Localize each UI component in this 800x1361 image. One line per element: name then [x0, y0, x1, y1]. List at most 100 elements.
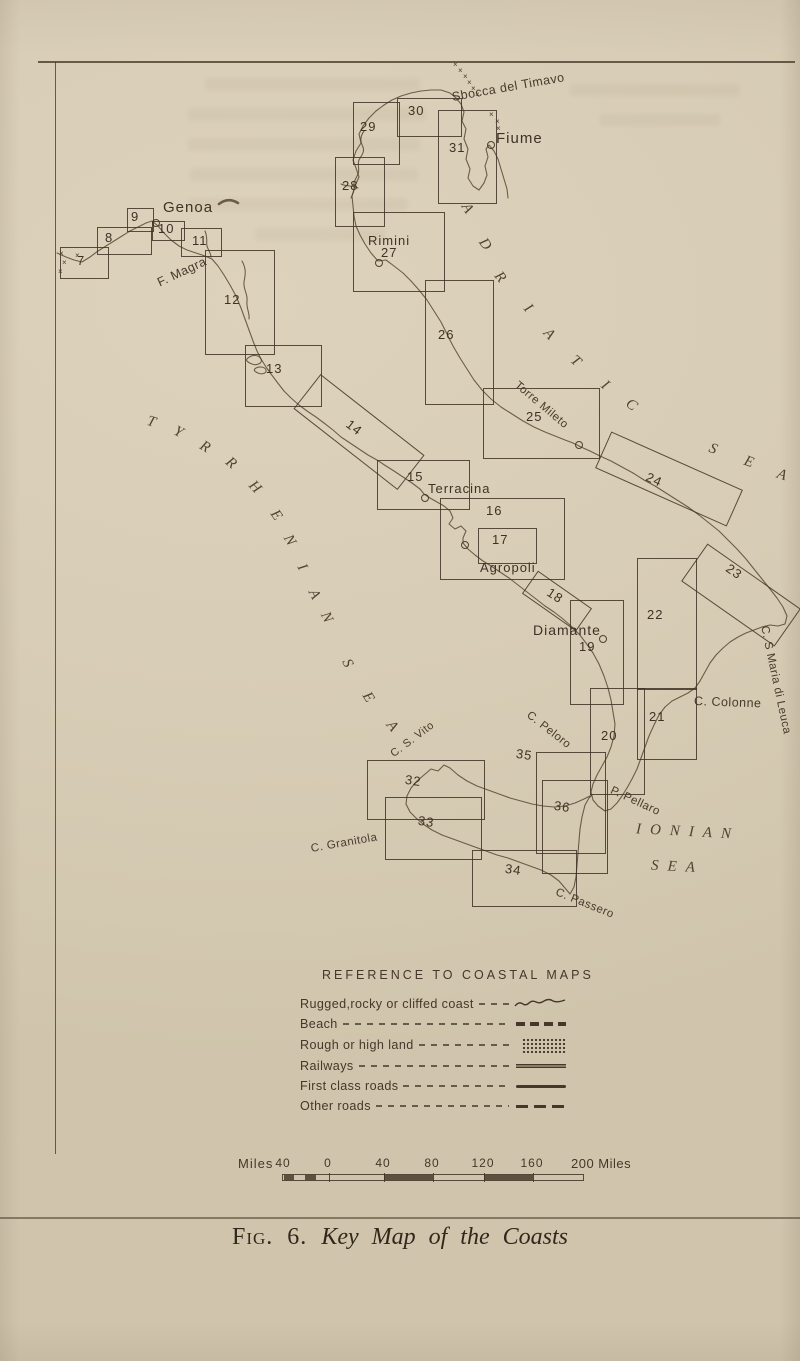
- boundary-cross-mark: ×: [475, 90, 480, 99]
- map-sheet-number-19: 19: [579, 639, 596, 654]
- stipple-patch-symbol: [514, 1037, 566, 1053]
- tyrrhenian-sea-label-letter: T: [144, 413, 158, 431]
- legend-label: Rough or high land: [300, 1038, 414, 1052]
- legend-title: REFERENCE TO COASTAL MAPS: [322, 968, 594, 982]
- map-sheet-number-8: 8: [105, 230, 114, 245]
- legend-leader-dashes: [375, 1105, 509, 1107]
- tyrrhenian-sea-label-letter: R: [196, 437, 213, 457]
- map-sheet-box-13: [245, 345, 322, 407]
- map-sheet-box-27: [353, 212, 445, 292]
- river-branch: [340, 183, 359, 189]
- map-sheet-box-20: [590, 688, 645, 795]
- map-sheet-number-15: 15: [407, 469, 424, 484]
- adriatic-sea-label-letter: I: [520, 300, 536, 316]
- legend-label: Beach: [300, 1017, 338, 1031]
- tyrrhenian-sea-label-letter: R: [222, 454, 240, 473]
- map-sheet-number-12: 12: [224, 292, 241, 307]
- boundary-cross-mark: ×: [75, 251, 80, 260]
- magra-river: [204, 230, 212, 258]
- map-sheet-box-8: [97, 227, 152, 255]
- coast-feature-label: C. Colonne: [693, 694, 762, 711]
- tyrrhenian-sea-label-letter: A: [304, 586, 324, 603]
- map-sheet-box-21: [637, 688, 697, 760]
- mountain-ridge-mark: [217, 198, 240, 206]
- boundary-cross-mark: ×: [58, 267, 63, 276]
- legend-row-beach: Beach: [300, 1014, 566, 1034]
- map-sheet-box-25: [483, 388, 600, 459]
- map-sheet-box-11: [181, 228, 222, 257]
- boundary-cross-mark: ×: [495, 117, 500, 126]
- boundary-cross-mark: ×: [59, 249, 64, 258]
- tyrrhenian-sea-label-letter: H: [245, 477, 265, 497]
- map-sheet-box-29: [353, 102, 400, 165]
- legend-row-first-class-roads: First class roads: [300, 1076, 566, 1096]
- map-sheet-box-10: [152, 221, 185, 241]
- boundary-cross-mark: ×: [62, 258, 67, 267]
- legend-leader-dashes: [342, 1023, 509, 1025]
- map-sheet-box-36: [542, 780, 608, 874]
- place-label-rimini: Rimini: [368, 233, 411, 248]
- map-sheet-number-31: 31: [449, 140, 466, 155]
- solid-road-line-symbol: [514, 1084, 566, 1088]
- boundary-cross-mark: ×: [471, 84, 476, 93]
- map-sheet-box-17: [478, 528, 537, 564]
- map-sheet-box-24: [595, 431, 743, 527]
- figure-title: Key Map of the Coasts: [321, 1224, 568, 1250]
- map-sheet-box-34: [472, 850, 577, 907]
- place-label-genoa: Genoa: [163, 199, 214, 216]
- legend-leader-dashes: [358, 1065, 509, 1067]
- map-sheet-number-11: 11: [192, 233, 208, 248]
- tyrrhenian-sea-label-letter: S: [338, 656, 357, 671]
- town-circle-marker: [421, 494, 429, 502]
- boundary-cross-mark: ×: [453, 60, 458, 69]
- map-sheet-box-19: [570, 600, 624, 705]
- place-label-diamante: Diamante: [533, 622, 601, 638]
- map-sheet-box-16: [440, 498, 565, 580]
- map-sheet-number-20: 20: [601, 728, 618, 743]
- coast-feature-label: F. Magra: [155, 254, 209, 290]
- italy-coastline-path: [56, 89, 788, 812]
- adriatic-sea-label-letter: E: [741, 452, 756, 472]
- boundary-cross-mark: ×: [467, 78, 472, 87]
- scale-tick-label: 160: [520, 1156, 544, 1170]
- adriatic-sea-label-letter: I: [597, 377, 612, 393]
- scale-suffix-label: 200 Miles: [571, 1156, 632, 1171]
- town-circle-marker: [575, 441, 583, 449]
- adriatic-sea-label-letter: C: [622, 395, 641, 415]
- coast-feature-label: Sbocca del Timavo: [450, 70, 566, 104]
- lagoon-shape: [253, 366, 267, 375]
- map-sheet-box-15: [377, 460, 470, 510]
- tyrrhenian-sea-label-letter: N: [280, 531, 299, 549]
- map-sheet-box-31: [438, 110, 497, 204]
- legend-label: Rugged,rocky or cliffed coast: [300, 997, 474, 1011]
- tyrrhenian-sea-label-letter: I: [293, 561, 311, 574]
- map-sheet-box-35: [536, 752, 606, 854]
- map-sheet-box-28: [335, 157, 385, 227]
- town-circle-marker: [461, 541, 469, 549]
- boundary-cross-mark: ×: [458, 66, 463, 75]
- scale-prefix-label: Miles: [238, 1156, 274, 1171]
- lagoon-shape: [246, 354, 262, 366]
- map-sheet-number-26: 26: [438, 327, 455, 342]
- map-sheet-number-32: 32: [404, 771, 423, 790]
- scale-tick-label: 40: [375, 1156, 391, 1170]
- map-top-border: [38, 61, 795, 63]
- adriatic-sea-label-letter: R: [490, 268, 510, 286]
- figure-number: Fig. 6.: [232, 1224, 308, 1250]
- map-sheet-box-22: [637, 558, 697, 690]
- tyrrhenian-sea-label-letter: E: [266, 506, 286, 524]
- town-circle-marker: [599, 635, 607, 643]
- town-circle-marker: [375, 259, 383, 267]
- scale-tick-label: 80: [424, 1156, 440, 1170]
- coast-feature-label: C. Granitola: [309, 831, 379, 855]
- legend-label: Other roads: [300, 1099, 371, 1113]
- tyrrhenian-sea-label-letter: E: [358, 689, 378, 706]
- place-label-terracina: Terracina: [428, 481, 491, 496]
- adriatic-sea-label-letter: T: [567, 352, 584, 370]
- scale-tick-label: 40: [275, 1156, 291, 1170]
- legend-leader-dashes: [478, 1003, 509, 1005]
- tyrrhenian-sea-label-letter: N: [317, 609, 336, 626]
